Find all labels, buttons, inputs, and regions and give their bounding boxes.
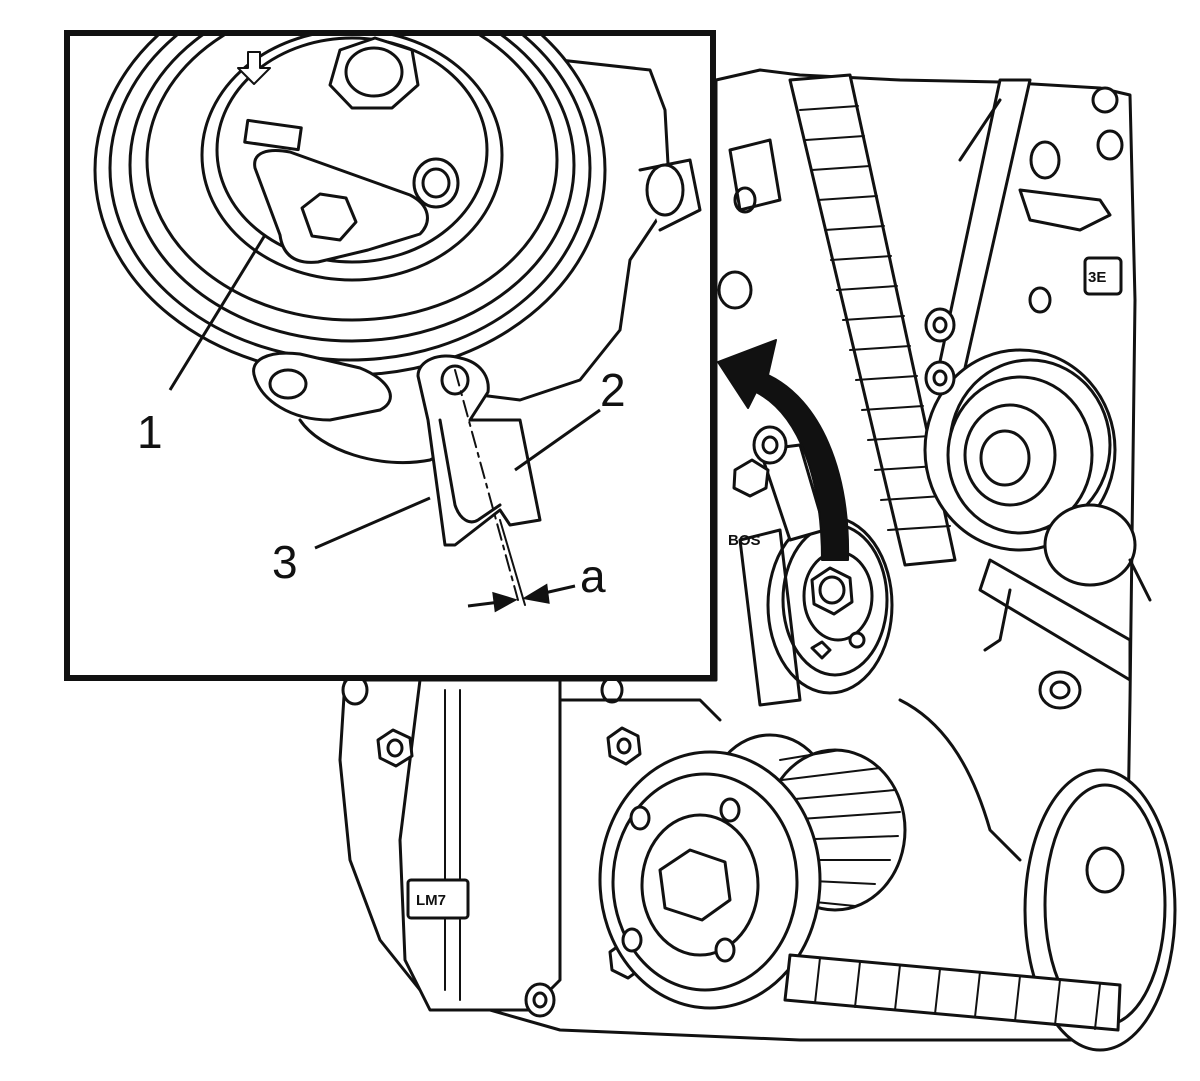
bosch-stamp-label: BOS	[728, 532, 761, 549]
inset-pointer-plate	[416, 354, 542, 547]
leader-line-1	[168, 234, 267, 391]
crankshaft-bolt	[658, 848, 732, 922]
callout-2-label: 2	[600, 364, 626, 416]
inset-hex-socket	[300, 192, 358, 242]
inset-direction-arrow-icon	[237, 51, 271, 85]
pump-housing	[398, 678, 562, 1012]
engine-background-drawing: 3E BOS LM7	[338, 68, 1177, 1052]
inset-pointer-notch	[438, 418, 502, 524]
belt-diagonal-lower	[978, 558, 1132, 682]
inset-index-mark	[243, 118, 303, 152]
upper-bracket	[1018, 188, 1112, 232]
leader-line-2	[514, 408, 601, 472]
lm7-badge-label: LM7	[416, 892, 446, 909]
housing-bolts	[717, 86, 1124, 710]
timing-belt-teeth	[799, 105, 951, 531]
inset-bearing	[412, 157, 460, 209]
inset-leader-lines	[168, 234, 601, 550]
stamp-box-3e	[1083, 256, 1123, 296]
detail-inset: 1 2 3 a	[64, 30, 716, 681]
inset-tensioner-closeup	[93, 36, 702, 606]
lm7-badge	[406, 878, 470, 920]
timing-belt-lower	[783, 953, 1122, 1032]
callout-3-label: 3	[272, 536, 298, 588]
idler-pulley	[923, 348, 1137, 587]
rotation-direction-arrow	[717, 339, 850, 561]
timing-belt-upper	[788, 73, 957, 567]
crankshaft-pulley	[598, 750, 822, 1010]
leader-line-3	[314, 496, 431, 550]
timing-belt-lower-teeth	[814, 957, 1101, 1030]
callout-1-label: 1	[137, 406, 163, 458]
gap-dimension-arrows	[467, 583, 576, 613]
stamp-code-label: 3E	[1088, 269, 1106, 286]
callout-a-label: a	[580, 550, 606, 602]
inset-center-line	[454, 369, 519, 601]
